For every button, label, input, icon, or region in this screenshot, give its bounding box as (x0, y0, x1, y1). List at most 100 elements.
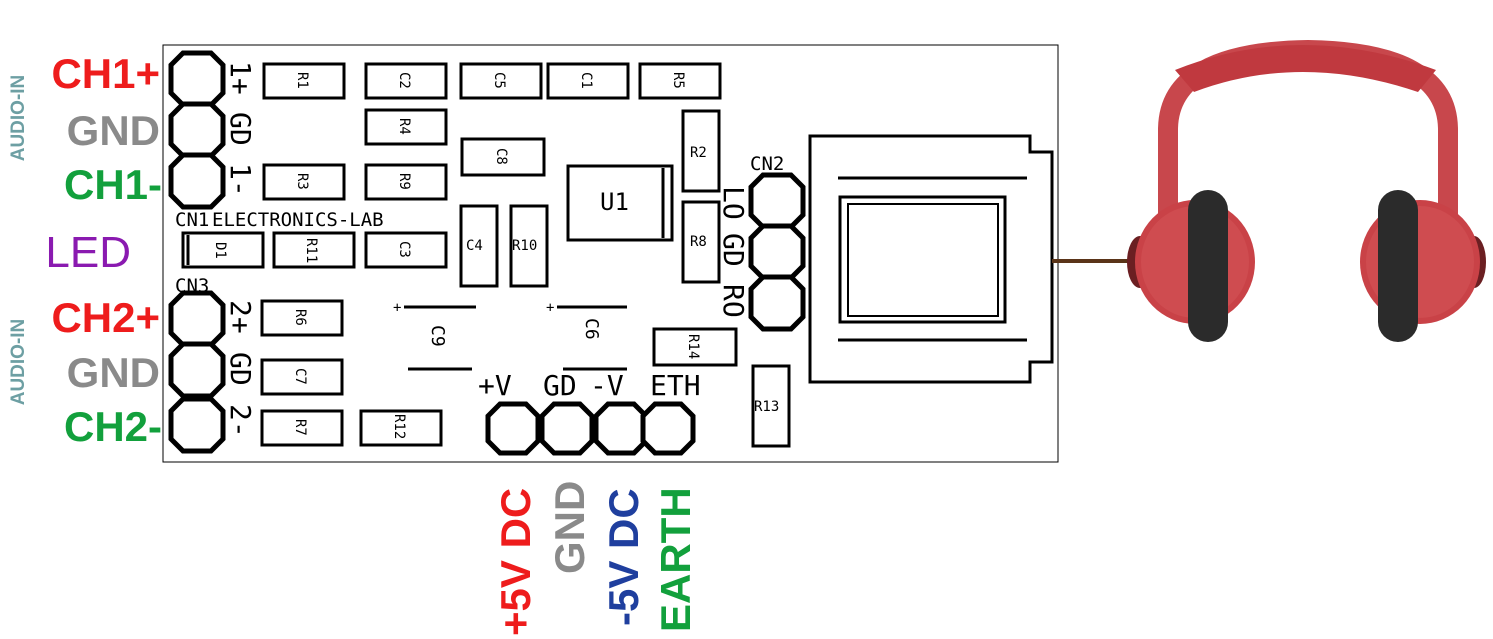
gnd-bottom-label: GND (546, 481, 593, 574)
gnd-label-1: GND (67, 107, 160, 154)
ch1-minus-label: CH1- (64, 161, 162, 208)
power-pin-3: -V (590, 369, 624, 402)
cap-c9-plus: + (393, 300, 401, 316)
label-r1: R1 (294, 72, 310, 89)
cn3-pad-2 (168, 341, 226, 399)
cn1-pin-2: GD (224, 112, 257, 146)
audio-in-label-2: AUDIO-IN (8, 319, 29, 406)
cn2-pin-3: RO (717, 284, 750, 318)
label-r6: R6 (292, 309, 308, 326)
comp-c1 (546, 62, 630, 100)
minus5v-label: -5V DC (600, 488, 647, 626)
comp-r13 (751, 364, 791, 448)
label-r14: R14 (685, 334, 701, 359)
label-r7: R7 (292, 419, 308, 436)
plus5v-label: +5V DC (492, 488, 539, 636)
cn2-pad-3 (748, 274, 806, 332)
label-c6: C6 (581, 318, 602, 340)
transformer-icon (808, 134, 1054, 384)
comp-r8 (681, 200, 721, 284)
comp-r4 (364, 108, 448, 146)
power-pad-1 (485, 401, 541, 456)
comp-r2 (681, 109, 721, 193)
cn3-pad-1 (168, 290, 226, 348)
cn1-connector (168, 50, 226, 210)
earth-label: EARTH (652, 487, 699, 632)
comp-r3 (262, 163, 346, 201)
gnd-label-2: GND (67, 349, 160, 396)
ch2-plus-label: CH2+ (51, 294, 160, 341)
comp-c5 (459, 62, 543, 100)
label-r5: R5 (670, 72, 686, 89)
comp-c8 (460, 137, 546, 177)
label-c9: C9 (427, 325, 448, 347)
power-pad-3 (593, 401, 649, 456)
power-pad-4 (640, 401, 696, 456)
cn3-pin-2: GD (224, 352, 257, 386)
cn1-silk-label: CN1 (175, 209, 209, 231)
cn3-pin-3: 2- (224, 404, 257, 438)
comp-r11 (272, 231, 356, 269)
cap-c9 (404, 305, 476, 371)
power-pin-1: +V (478, 369, 512, 402)
label-d1: D1 (212, 242, 228, 259)
label-r13: R13 (754, 399, 779, 415)
power-pin-4: ETH (650, 369, 701, 402)
label-c1: C1 (578, 72, 594, 89)
cn1-pad-1 (168, 50, 226, 108)
cap-c6-plus: + (546, 300, 554, 316)
cap-c6 (557, 305, 627, 371)
power-pin-2: GD (543, 369, 577, 402)
comp-d1 (181, 231, 265, 269)
cn2-pin-1: LO (717, 186, 750, 220)
comp-r7 (260, 409, 344, 447)
comp-c7 (260, 358, 344, 396)
label-c7: C7 (292, 368, 308, 385)
label-c8: C8 (493, 148, 509, 165)
label-c4: C4 (466, 238, 483, 254)
label-c3: C3 (396, 241, 412, 258)
cn1-pin-1: 1+ (224, 61, 257, 95)
label-r8: R8 (690, 234, 707, 250)
audio-in-label-1: AUDIO-IN (8, 75, 29, 162)
cn2-pin-2: GD (717, 233, 750, 267)
headphones-icon (1127, 39, 1486, 342)
label-r12: R12 (391, 414, 407, 439)
cn1-pad-2 (168, 101, 226, 159)
cn3-pad-3 (168, 396, 226, 454)
cn1-pad-3 (168, 152, 226, 210)
comp-r5 (638, 62, 722, 100)
cn1-pin-3: 1- (224, 163, 257, 197)
comp-u1 (566, 164, 674, 242)
label-u1: U1 (600, 188, 629, 216)
cn2-pad-2 (748, 223, 806, 281)
comp-r1 (262, 62, 346, 100)
label-r11: R11 (303, 238, 319, 263)
comp-r14 (652, 327, 738, 367)
comp-r9 (364, 163, 448, 201)
comp-r12 (359, 409, 443, 447)
ch2-minus-label: CH2- (64, 403, 162, 450)
cn2-connector (748, 172, 806, 332)
label-r2: R2 (690, 145, 707, 161)
comp-c4 (459, 204, 499, 288)
board-title: ELECTRONICS-LAB (212, 209, 384, 231)
cn3-pin-1: 2+ (224, 300, 257, 334)
comp-c3 (364, 231, 448, 269)
cn2-pad-1 (748, 172, 806, 230)
led-label: LED (45, 228, 131, 277)
label-r9: R9 (396, 173, 412, 190)
cn2-silk-label: CN2 (750, 153, 784, 175)
label-r10: R10 (512, 238, 537, 254)
label-c2: C2 (396, 72, 412, 89)
cn3-connector (168, 290, 226, 454)
label-c5: C5 (491, 72, 507, 89)
power-header (485, 401, 696, 456)
label-r3: R3 (294, 173, 310, 190)
ch1-plus-label: CH1+ (51, 50, 160, 97)
comp-r10 (509, 204, 549, 288)
comp-c2 (364, 62, 448, 100)
label-r4: R4 (396, 118, 412, 135)
power-pad-2 (539, 401, 595, 456)
